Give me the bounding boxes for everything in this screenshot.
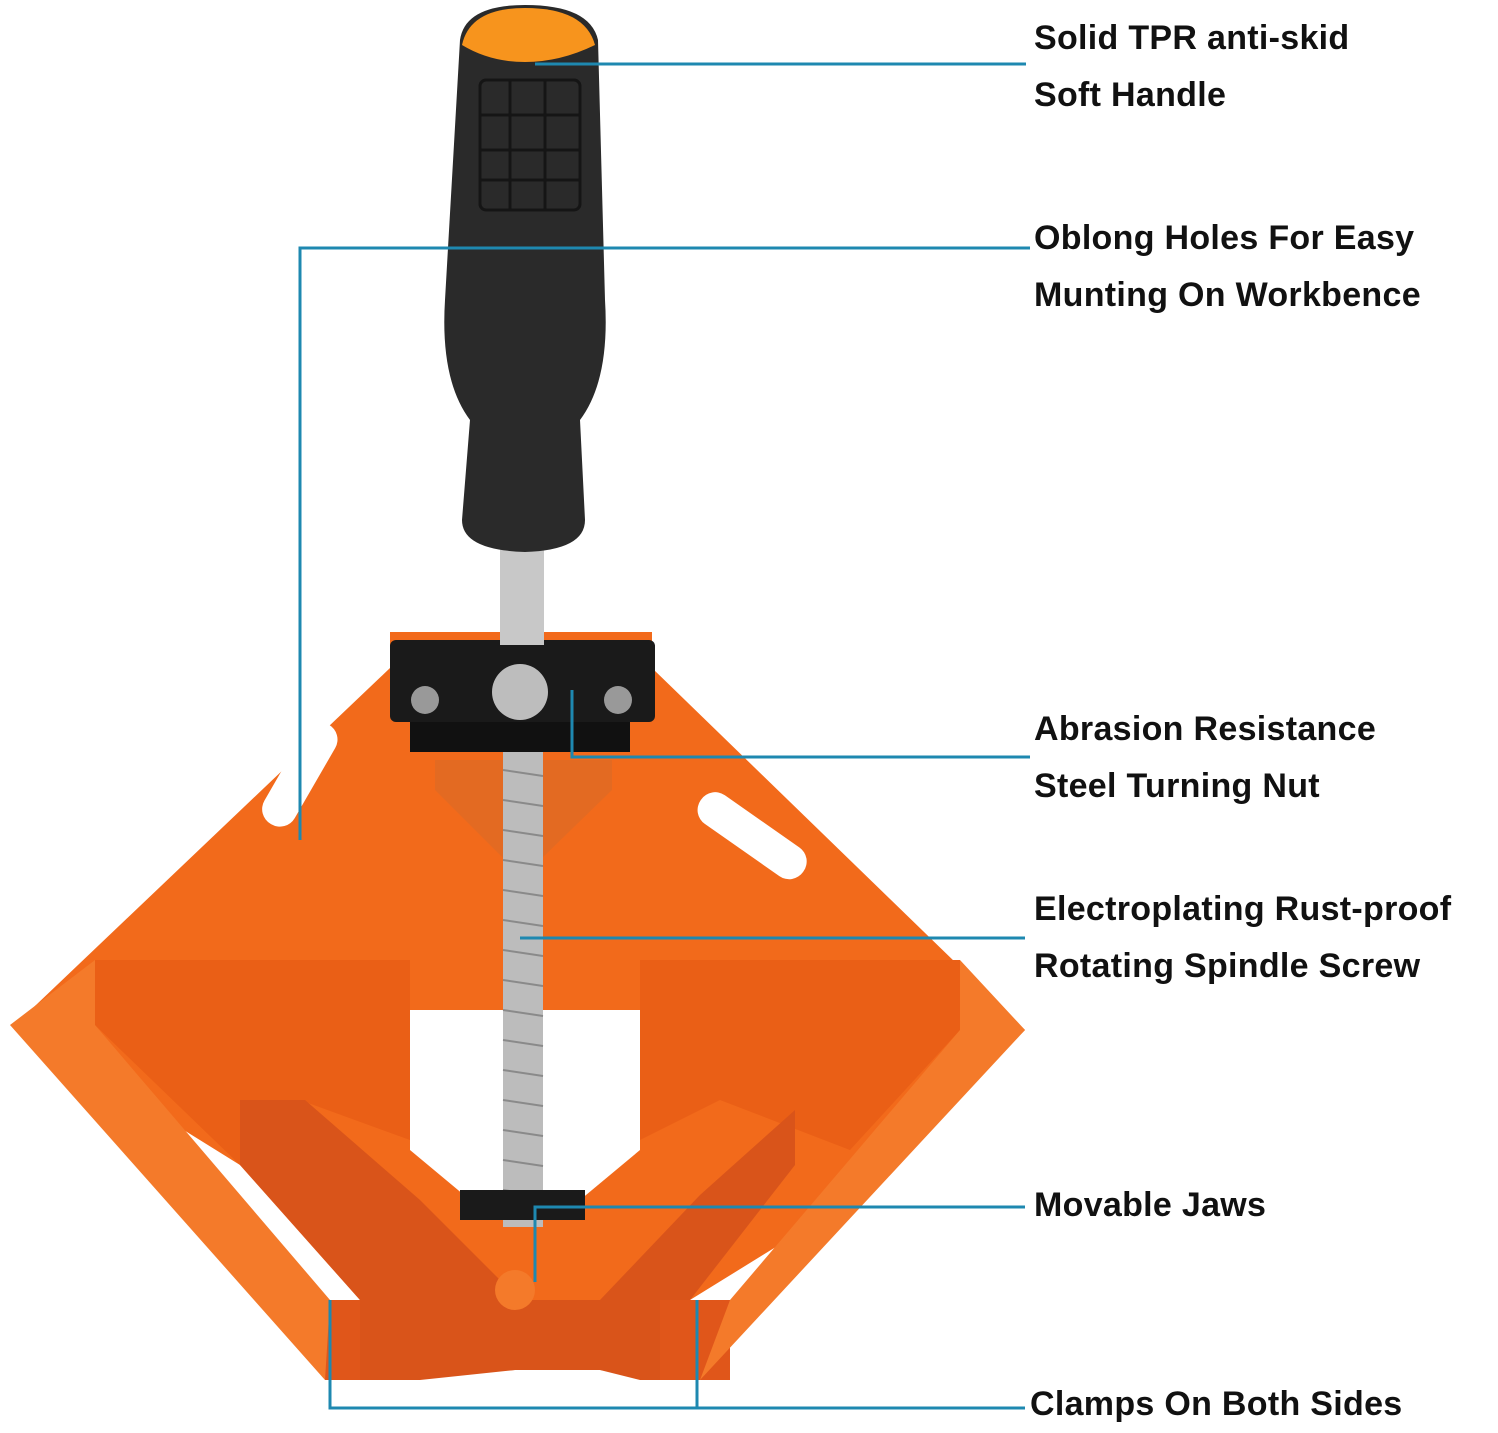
callout-line-turning-nut: [570, 690, 1030, 759]
soft-handle: [444, 5, 606, 552]
callout-text: Clamps On Both Sides: [1030, 1385, 1403, 1423]
callout-text: Soft Handle: [1034, 76, 1227, 114]
callout-text: Munting On Workbence: [1034, 276, 1421, 314]
callout-text: Steel Turning Nut: [1034, 767, 1320, 805]
callout-movable-jaws: Movable Jaws: [1034, 1177, 1266, 1234]
callout-text: Abrasion Resistance: [1034, 710, 1377, 748]
turning-nut: [390, 640, 655, 752]
callout-text: Rotating Spindle Screw: [1034, 947, 1421, 985]
callout-text: Solid TPR anti-skid: [1034, 19, 1350, 57]
callout-line-clamps: [328, 1300, 1025, 1410]
callout-clamps: Clamps On Both Sides: [1030, 1376, 1403, 1433]
callout-lines: [298, 62, 1030, 1410]
callout-oblong-holes: Oblong Holes For Easy Munting On Workben…: [1034, 210, 1421, 324]
callout-text: Oblong Holes For Easy: [1034, 219, 1415, 257]
spindle-screw: [460, 545, 585, 1227]
callout-turning-nut: Abrasion Resistance Steel Turning Nut: [1034, 701, 1376, 815]
callout-spindle-screw: Electroplating Rust-proof Rotating Spind…: [1034, 881, 1451, 995]
callout-line-movable-jaws: [533, 1205, 1025, 1282]
callout-text: Movable Jaws: [1034, 1186, 1267, 1224]
callout-handle: Solid TPR anti-skid Soft Handle: [1034, 10, 1350, 124]
callout-line-oblong-holes: [298, 246, 1030, 840]
callout-text: Electroplating Rust-proof: [1034, 890, 1452, 928]
